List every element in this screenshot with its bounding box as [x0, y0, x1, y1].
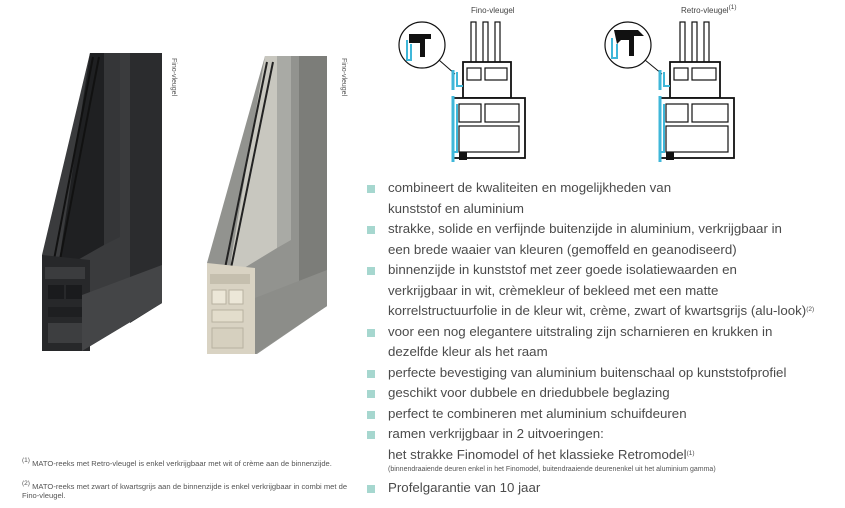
bullet-square-icon [367, 369, 375, 378]
feature-list: combineert de kwaliteiten en mogelijkhed… [367, 178, 837, 499]
list-item: perfect te combineren met aluminium schu… [367, 404, 837, 425]
list-item: ramen verkrijgbaar in 2 uitvoeringen: [367, 424, 837, 445]
bullet-square-icon [367, 410, 375, 419]
bullet-square-icon [367, 226, 375, 234]
dark-product-label: Fino-vleugel [170, 58, 177, 97]
list-item-continuation: korrelstructuurfolie in de kleur wit, cr… [388, 303, 815, 318]
fino-section-title: Fino-vleugel [471, 6, 515, 15]
list-item: voor een nog elegantere uitstraling zijn… [367, 322, 837, 343]
footnote-2: (2) MATO-reeks met zwart of kwartsgrijs … [22, 480, 348, 500]
bullet-square-icon [367, 328, 375, 337]
list-item-continuation: een brede waaier van kleuren (gemoffeld … [388, 241, 737, 257]
footnote-ref: (1) [686, 449, 695, 457]
list-item: strakke, solide en verfijnde buitenzijde… [367, 219, 837, 240]
list-item: geschikt voor dubbele en driedubbele beg… [367, 383, 837, 404]
list-item: perfecte bevestiging van aluminium buite… [367, 363, 837, 384]
list-item: combineert de kwaliteiten en mogelijkhed… [367, 178, 837, 199]
footnote-mark: (2) [22, 480, 30, 487]
retro-section-title: Retro-vleugel(1) [681, 4, 737, 15]
footnote-1: (1) MATO-reeks met Retro-vleugel is enke… [22, 457, 332, 468]
bullet-square-icon [367, 485, 375, 493]
bullet-square-icon [367, 185, 375, 193]
dark-window-profile-image [42, 53, 162, 351]
footnote-ref: (2) [806, 306, 815, 313]
retro-title-sup: (1) [728, 4, 737, 11]
list-item-continuation: kunststof en aluminium [388, 200, 524, 216]
light-product-label: Fino-vleugel [340, 58, 347, 97]
bullet-square-icon [367, 267, 375, 275]
retro-cross-section-diagram [604, 21, 735, 162]
list-item-continuation: het strakke Finomodel of het klassieke R… [388, 446, 695, 462]
list-item-subnote: (binnendraaiende deuren enkel in het Fin… [388, 466, 716, 473]
list-item: binnenzijde in kunststof met zeer goede … [367, 260, 837, 281]
list-item: Profelgarantie van 10 jaar [367, 478, 837, 499]
light-window-profile-image [207, 56, 327, 354]
bullet-square-icon [367, 431, 375, 439]
retro-title-text: Retro-vleugel [681, 6, 729, 15]
list-item-continuation: verkrijgbaar in wit, crèmekleur of bekle… [388, 282, 719, 298]
list-item-continuation: dezelfde kleur als het raam [388, 344, 548, 359]
footnote-mark: (1) [22, 457, 30, 464]
fino-cross-section-diagram [398, 21, 526, 162]
bullet-square-icon [367, 390, 375, 398]
